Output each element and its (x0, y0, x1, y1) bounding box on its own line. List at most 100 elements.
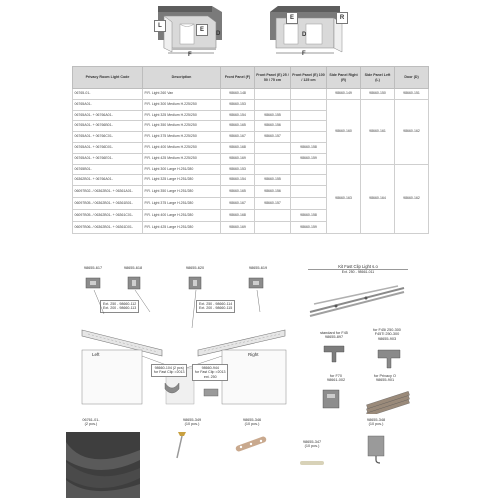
cell-front-e1 (254, 152, 291, 165)
spec-table: Privacy Room Light Code Description Fron… (72, 66, 429, 235)
f45-series-label: for F45i 250-300 F45Ti 250-300 98655-903 (365, 328, 409, 341)
f70-bracket-icon (318, 386, 348, 417)
clip-box-left: 98660-104 (2 pcs) for Fast Clip >2013 (151, 364, 188, 377)
cell-front-e2 (290, 185, 327, 199)
clip-right-icon (202, 386, 220, 404)
cell-front-f: 98660-168 (220, 141, 255, 154)
cell-code: 06097B05- / 06362B01- + 06361C01- (72, 209, 143, 223)
cell-code: 06362B01- + 06766A01- (72, 174, 143, 187)
bracket-619-icon (247, 275, 267, 296)
cell-door: 98660-162 (394, 98, 429, 165)
cell-code: 06765-01- (72, 88, 143, 100)
cell-desc: P.R. Light 400 Large H.251/280 (142, 209, 221, 223)
part-label-620: 98655-620 (185, 266, 205, 270)
cell-front-f: 98660-168 (220, 209, 255, 223)
label-f: F (188, 52, 192, 58)
col-header: Description (142, 66, 221, 89)
cell-code: 06765A01- + 06766B01- (72, 120, 143, 133)
cell-desc: P.R. Light 425 Large H.251/280 (142, 221, 221, 235)
cell-front-e2 (290, 98, 327, 111)
cell-front-e2 (290, 120, 327, 133)
cell-front-e2: 98660-159 (290, 221, 327, 235)
std-f45-label: standard for F45 98655-897 (312, 331, 356, 340)
col-header: Door (D) (394, 66, 429, 89)
cell-desc: P.R. Light 260 Van (142, 88, 221, 100)
room-diagram-left: L E D F (150, 4, 240, 58)
cell-code: 06097B06- / 06362B01- + 06361D01- (72, 221, 143, 235)
cell-code: 06765A01- + 06766C01- (72, 131, 143, 143)
f70-code: 98661-002 (326, 378, 346, 383)
col-header: Front Panel (E) 100 / 125 cm (290, 66, 327, 89)
cell-front-f: 98660-169 (220, 221, 255, 235)
f45-series-text: for F45i 250-300 (373, 328, 401, 332)
fabric-roll-image (66, 432, 140, 498)
std-f45-text: standard for F45 (320, 331, 348, 335)
roll-code: 06761-01- (82, 418, 100, 422)
cord-label: 98655-347 (10 pcs.) (296, 440, 328, 449)
hook-qty: (10 pcs.) (368, 422, 384, 427)
bracket-617-icon (84, 275, 104, 296)
cell-desc: P.R. Light 350 Medium H.225/250 (142, 120, 221, 133)
cell-desc: P.R. Light 300 Large H.251/280 (142, 163, 221, 176)
cell-front-e2 (290, 163, 327, 176)
label-f: F (302, 51, 306, 57)
cell-desc: P.R. Light 400 Medium H.225/250 (142, 141, 221, 154)
left-label: Left (92, 352, 100, 357)
privacy-text: for Privacy O (374, 374, 396, 378)
cell-front-f: 98660-165 (220, 185, 255, 199)
label-d: D (302, 32, 307, 38)
col-header: Front Panel (F) (220, 66, 255, 89)
cell-side-left: 98660-150 (360, 88, 395, 100)
label-e: E (196, 24, 208, 36)
col-header: Side Panel Right (R) (326, 66, 361, 89)
kit-code: Ext. 250 - 98661-011 (341, 270, 375, 274)
label-l: L (154, 20, 166, 32)
clip-box-right: 98660-944 for Fast Clip >2013 ext. 250 (192, 364, 229, 382)
room-diagram-right: E R D F (258, 4, 350, 57)
ext-right-line: Ext. 250 - 98660-114 (199, 302, 233, 306)
cell-code: 06765B01- (72, 163, 143, 176)
cell-code: 06765A01- + 06766A01- (72, 109, 143, 122)
cell-front-e2 (290, 197, 327, 211)
kit-title: Kit Fast Clip Light s.o Ext. 250 - 98661… (308, 264, 408, 274)
cell-front-e1 (254, 98, 291, 111)
cord-icon (298, 456, 328, 474)
cell-front-e2 (290, 109, 327, 122)
roll-label: 06761-01- (2 pcs.) (74, 418, 108, 427)
cell-code: 06765A01- + 06766D01- (72, 141, 143, 154)
cell-code: 06097B05- / 06362B01- + 06361B01- (72, 197, 143, 211)
ext-box-right: Ext. 250 - 98660-114 Ext. 200 - 98660-11… (196, 300, 236, 313)
cell-front-e2: 98660-159 (290, 152, 327, 165)
col-header: Privacy Room Light Code (72, 66, 143, 89)
cell-code: 06097B02- / 06362B01- + 06361A01- (72, 185, 143, 199)
cell-front-f: 98660-148 (220, 88, 255, 100)
rubber-strap-icon (232, 432, 272, 461)
cell-door: 98660-151 (394, 88, 429, 100)
cell-front-e2 (290, 88, 327, 100)
clip-right-line: for Fast Clip >2013 (195, 370, 226, 375)
ext-left-line: Ext. 200 - 98660-113 (103, 306, 137, 311)
cell-desc: P.R. Light 300 Medium H.225/250 (142, 98, 221, 111)
roll-qty: (2 pcs.) (84, 422, 98, 427)
peg-label: 98655-349 (10 pcs.) (176, 418, 208, 427)
tent-peg-icon (170, 430, 196, 465)
table-header-row: Privacy Room Light Code Description Fron… (72, 66, 429, 89)
cell-front-f: 98660-154 (220, 109, 255, 122)
label-r: R (336, 12, 348, 24)
part-label-619: 98655-619 (248, 266, 268, 270)
cell-desc: P.R. Light 350 Large H.251/280 (142, 185, 221, 199)
cell-door: 98660-162 (394, 163, 429, 235)
cell-front-e1 (254, 221, 291, 235)
privacy-label: for Privacy O 98655-901 (365, 374, 405, 383)
cell-code: 06765A01- (72, 98, 143, 111)
col-header: Side Panel Left (L) (360, 66, 395, 89)
table-row: 06097B05- / 06362B01- + 06361B01- P.R. L… (72, 197, 429, 211)
cell-side-right: 98660-160 (326, 98, 361, 165)
table-row: 06765A01- + 06766A01- P.R. Light 325 Med… (72, 109, 429, 122)
cell-front-e1: 98660-156 (254, 185, 291, 199)
cell-front-f: 98660-167 (220, 197, 255, 211)
strap-code: 98655-346 (242, 418, 262, 422)
cell-side-left: 98660-161 (360, 98, 395, 165)
cell-desc: P.R. Light 375 Medium H.225/250 (142, 131, 221, 143)
cell-front-f: 98660-154 (220, 174, 255, 187)
